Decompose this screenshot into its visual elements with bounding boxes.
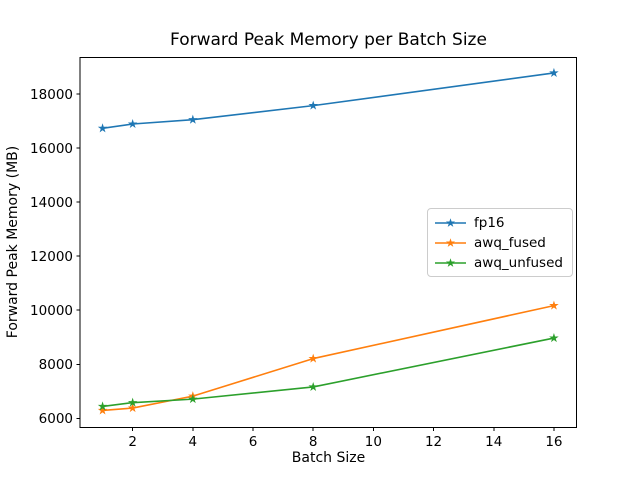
data-point-awq_unfused — [308, 381, 318, 391]
star-marker-icon — [445, 217, 456, 227]
data-point-fp16 — [127, 118, 138, 129]
chart-title: Forward Peak Memory per Batch Size — [170, 30, 487, 50]
data-point-fp16 — [308, 100, 318, 110]
y-tick-label: 18000 — [30, 87, 73, 103]
legend-item-fp16: fp16 — [434, 213, 563, 232]
legend-item-awq_unfused: awq_unfused — [434, 253, 563, 272]
y-tick-label: 6000 — [39, 411, 73, 427]
data-point-awq_unfused — [97, 401, 108, 411]
data-point-awq_fused — [97, 405, 108, 415]
y-axis-label: Forward Peak Memory (MB) — [5, 145, 21, 339]
legend-line-sample — [435, 217, 466, 227]
x-tick-label: 14 — [485, 434, 502, 450]
legend-label: awq_fused — [474, 234, 546, 251]
x-tick-label: 8 — [309, 434, 318, 450]
x-tick-label: 12 — [425, 434, 442, 450]
y-tick-label: 10000 — [30, 303, 73, 319]
data-point-awq_fused — [549, 300, 559, 310]
x-axis-label: Batch Size — [291, 450, 366, 466]
y-tick-label: 8000 — [39, 357, 73, 373]
star-marker-icon — [445, 237, 456, 247]
data-point-fp16 — [97, 123, 108, 133]
legend: fp16 awq_fused awq_unfused — [427, 208, 573, 277]
legend-label: awq_unfused — [474, 254, 563, 271]
x-tick-label: 10 — [365, 434, 382, 450]
legend-item-awq_fused: awq_fused — [434, 233, 563, 252]
x-tick-label: 16 — [545, 434, 562, 450]
legend-line-sample — [435, 237, 466, 247]
data-point-awq_unfused — [127, 397, 138, 407]
legend-line-sample — [435, 257, 466, 267]
data-point-awq_unfused — [549, 333, 559, 343]
series-line-fp16 — [102, 72, 555, 130]
legend-label: fp16 — [474, 214, 505, 231]
data-point-fp16 — [188, 114, 198, 124]
x-tick-label: 4 — [189, 434, 198, 450]
y-tick-label: 16000 — [30, 141, 73, 157]
data-point-awq_fused — [308, 353, 318, 363]
data-point-awq_fused — [127, 403, 138, 413]
star-marker-icon — [445, 257, 456, 267]
series-line-awq_unfused — [102, 337, 555, 408]
axes-frame — [79, 57, 577, 428]
y-tick-label: 12000 — [30, 249, 73, 265]
y-tick-label: 14000 — [30, 195, 73, 211]
data-point-fp16 — [549, 67, 559, 77]
data-point-awq_unfused — [188, 394, 198, 404]
x-tick-label: 6 — [249, 434, 258, 450]
x-tick-label: 2 — [128, 434, 137, 450]
series-line-awq_fused — [102, 304, 555, 412]
